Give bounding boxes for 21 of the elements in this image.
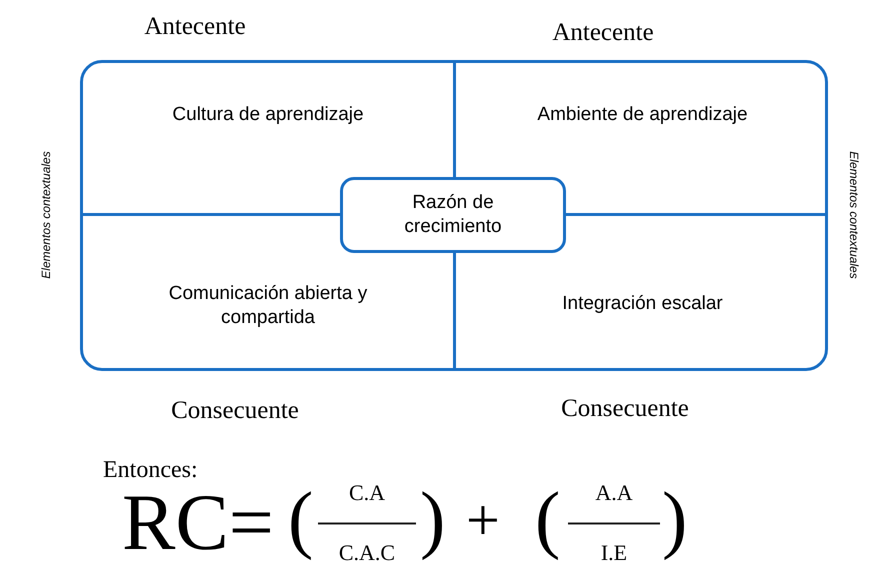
cell-text: Integración escalar xyxy=(562,292,723,316)
center-box xyxy=(340,177,566,253)
denominator: I.E xyxy=(600,539,628,567)
heading: Antecente xyxy=(551,18,655,48)
box-text: Razón de crecimiento xyxy=(403,191,503,239)
parenthesis: ) xyxy=(662,476,688,563)
denominator: C.A.C xyxy=(338,539,396,567)
cell-text: Comunicación abierta y compartida xyxy=(168,282,368,330)
parenthesis: ) xyxy=(420,476,446,563)
plus-sign: + xyxy=(466,486,500,555)
parenthesis: ( xyxy=(288,476,314,563)
heading: Consecuente xyxy=(170,396,300,426)
cell-text: Ambiente de aprendizaje xyxy=(537,103,748,127)
side-label: Elementos contextuales xyxy=(846,150,862,281)
side-label: Elementos contextuales xyxy=(38,150,54,281)
heading: Antecente xyxy=(143,12,247,42)
cell-text: Cultura de aprendizaje xyxy=(172,103,364,127)
parenthesis: ( xyxy=(535,476,560,563)
heading: Consecuente xyxy=(560,394,690,424)
numerator: A.A xyxy=(594,479,634,507)
numerator: C.A xyxy=(348,479,386,507)
